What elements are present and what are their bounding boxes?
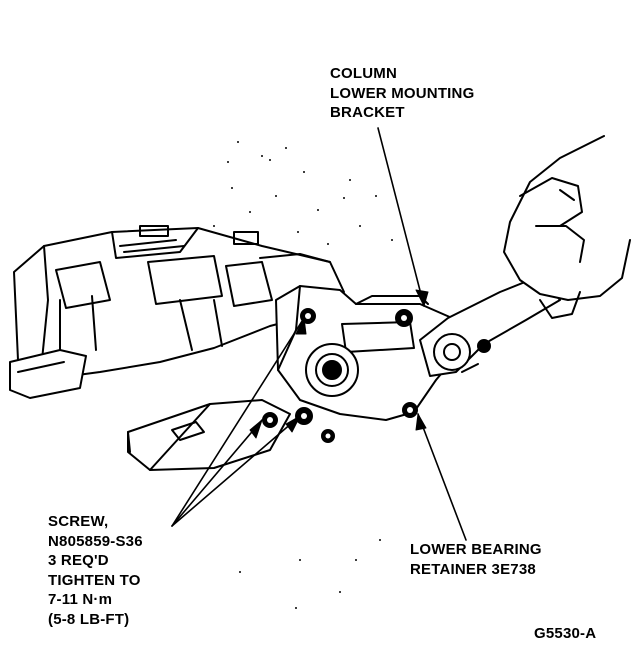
label-line: SCREW,: [48, 513, 109, 530]
leader-screw-2: [171, 415, 301, 527]
hand: [503, 135, 631, 319]
label-line: N805859-S36: [48, 532, 143, 550]
lower-bearing-retainer-label: LOWER BEARING RETAINER 3E738: [410, 540, 542, 579]
label-line: LOWER MOUNTING: [330, 84, 475, 102]
label-line: 3 REQ'D: [48, 552, 109, 569]
leader-lower-bearing: [417, 413, 467, 541]
leader-screw-3: [171, 317, 305, 527]
label-line: LOWER BEARING: [410, 541, 542, 558]
leader-column-bracket: [377, 127, 425, 307]
socket-wrench: [419, 275, 561, 377]
column-lower-mounting-bracket-label: COLUMN LOWER MOUNTING BRACKET: [330, 64, 474, 123]
column-lower-tab: [9, 349, 87, 399]
bearing-retainer-ring: [305, 343, 359, 397]
arrowheads: [249, 289, 429, 439]
figure-number: G5530-A: [534, 625, 597, 642]
bracket-plate: [127, 399, 291, 471]
label-line: RETAINER 3E738: [410, 560, 536, 578]
label-line: BRACKET: [330, 104, 405, 121]
screw-heads: [262, 308, 418, 443]
label-line: COLUMN: [330, 65, 398, 82]
label-line: TIGHTEN TO: [48, 571, 141, 589]
label-line: (5-8 LB-FT): [48, 610, 130, 628]
halftone-speckle: [213, 141, 393, 609]
leader-lines: [171, 127, 467, 541]
leader-screw-1: [171, 419, 263, 527]
screw-label: SCREW, N805859-S36 3 REQ'D TIGHTEN TO 7-…: [48, 512, 143, 629]
label-line: 7-11 N·m: [48, 591, 113, 608]
